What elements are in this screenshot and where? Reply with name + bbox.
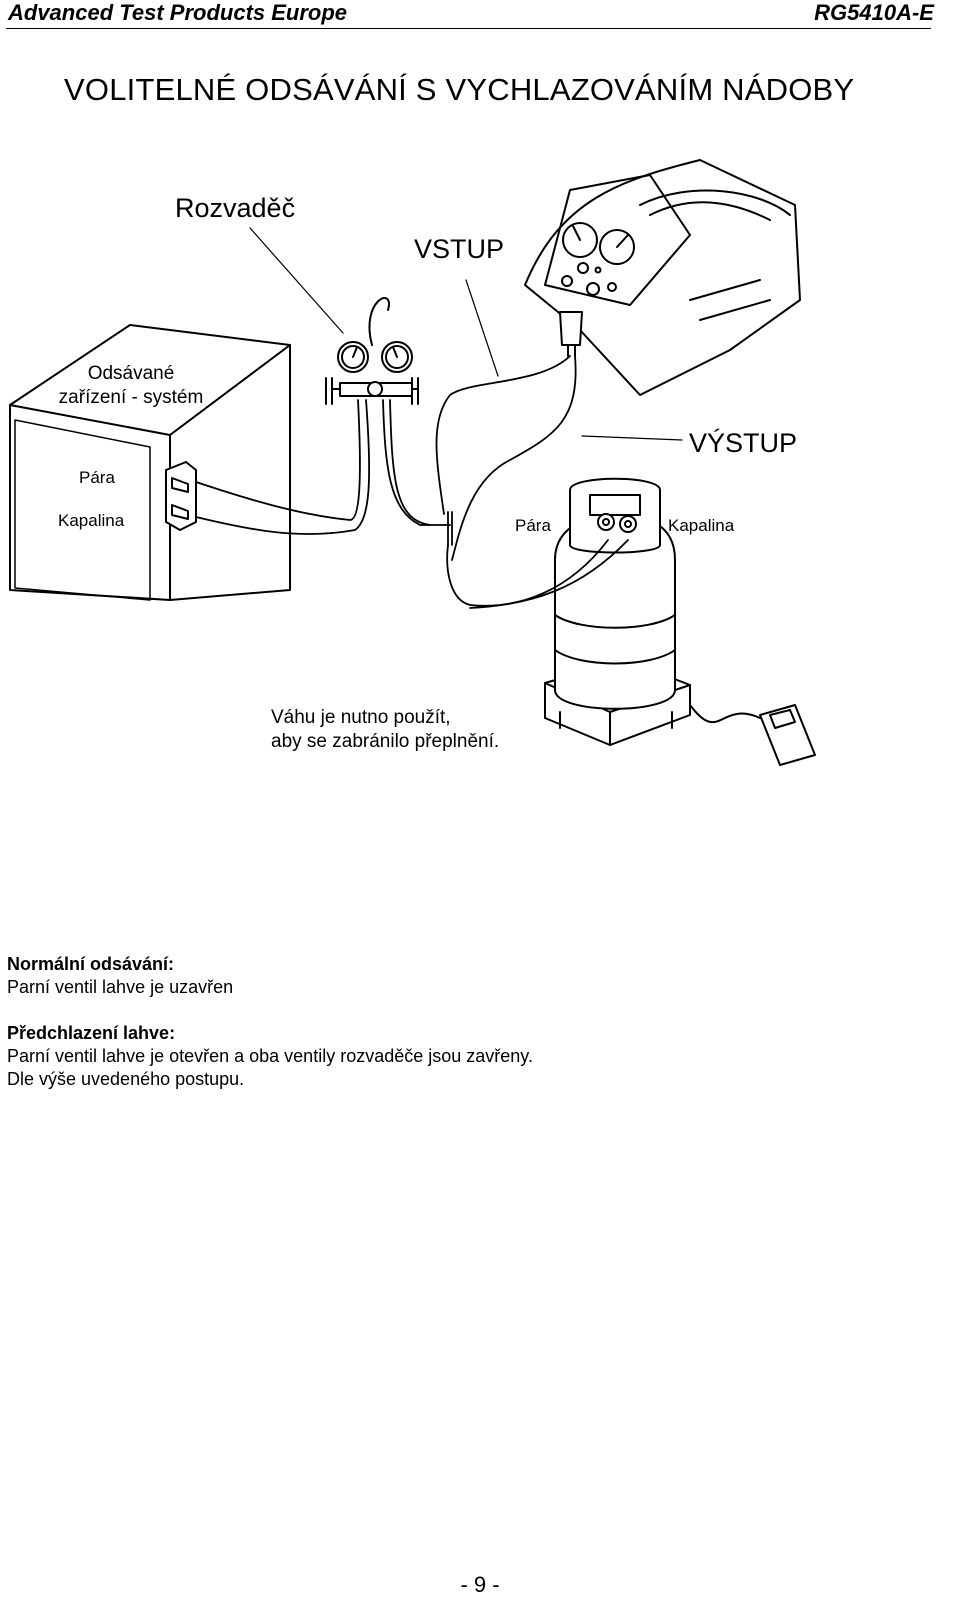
label-liquid-left: Kapalina [58, 511, 125, 530]
section-precooling: Předchlazení lahve: Parní ventil lahve j… [7, 1022, 533, 1091]
recovery-diagram: Rozvaděč VSTUP VÝSTUP Odsávané zařízení … [9, 159, 816, 766]
label-liquid-right: Kapalina [668, 516, 735, 535]
label-system-line1: Odsávané [88, 363, 175, 384]
recovery-unit-drawing [524, 159, 801, 396]
label-vapor-right: Pára [515, 516, 551, 535]
header-model: RG5410A-E [814, 0, 934, 25]
header-rule [6, 28, 931, 29]
hoses-drawing [195, 355, 629, 609]
label-manifold: Rozvaděč [175, 193, 295, 223]
label-vapor-left: Pára [79, 468, 115, 487]
section-line: Parní ventil lahve je uzavřen [7, 977, 234, 997]
label-scale-note-line2: aby se zabránilo přeplnění. [271, 731, 499, 752]
page-number: - 9 - [460, 1572, 500, 1597]
section-normal-recovery: Normální odsávání: Parní ventil lahve je… [7, 953, 233, 999]
section-line: Parní ventil lahve je otevřen a oba vent… [7, 1046, 533, 1066]
section-title-precooling: Předchlazení lahve: [7, 1023, 176, 1043]
system-box-drawing [9, 324, 291, 601]
label-inlet: VSTUP [414, 234, 504, 264]
manifold-drawing [325, 297, 419, 405]
cylinder-drawing [544, 477, 691, 746]
section-title-normal: Normální odsávání: [7, 954, 175, 974]
section-line: Dle výše uvedeného postupu. [7, 1069, 245, 1089]
scale-controller-drawing [689, 704, 816, 766]
page-title: VOLITELNÉ ODSÁVÁNÍ S VYCHLAZOVÁNÍM NÁDOB… [64, 72, 855, 107]
label-system-line2: zařízení - systém [59, 387, 204, 408]
label-outlet: VÝSTUP [689, 428, 797, 458]
leader-lines [249, 227, 683, 441]
label-scale-note-line1: Váhu je nutno použít, [271, 707, 451, 728]
header-company: Advanced Test Products Europe [8, 0, 348, 25]
